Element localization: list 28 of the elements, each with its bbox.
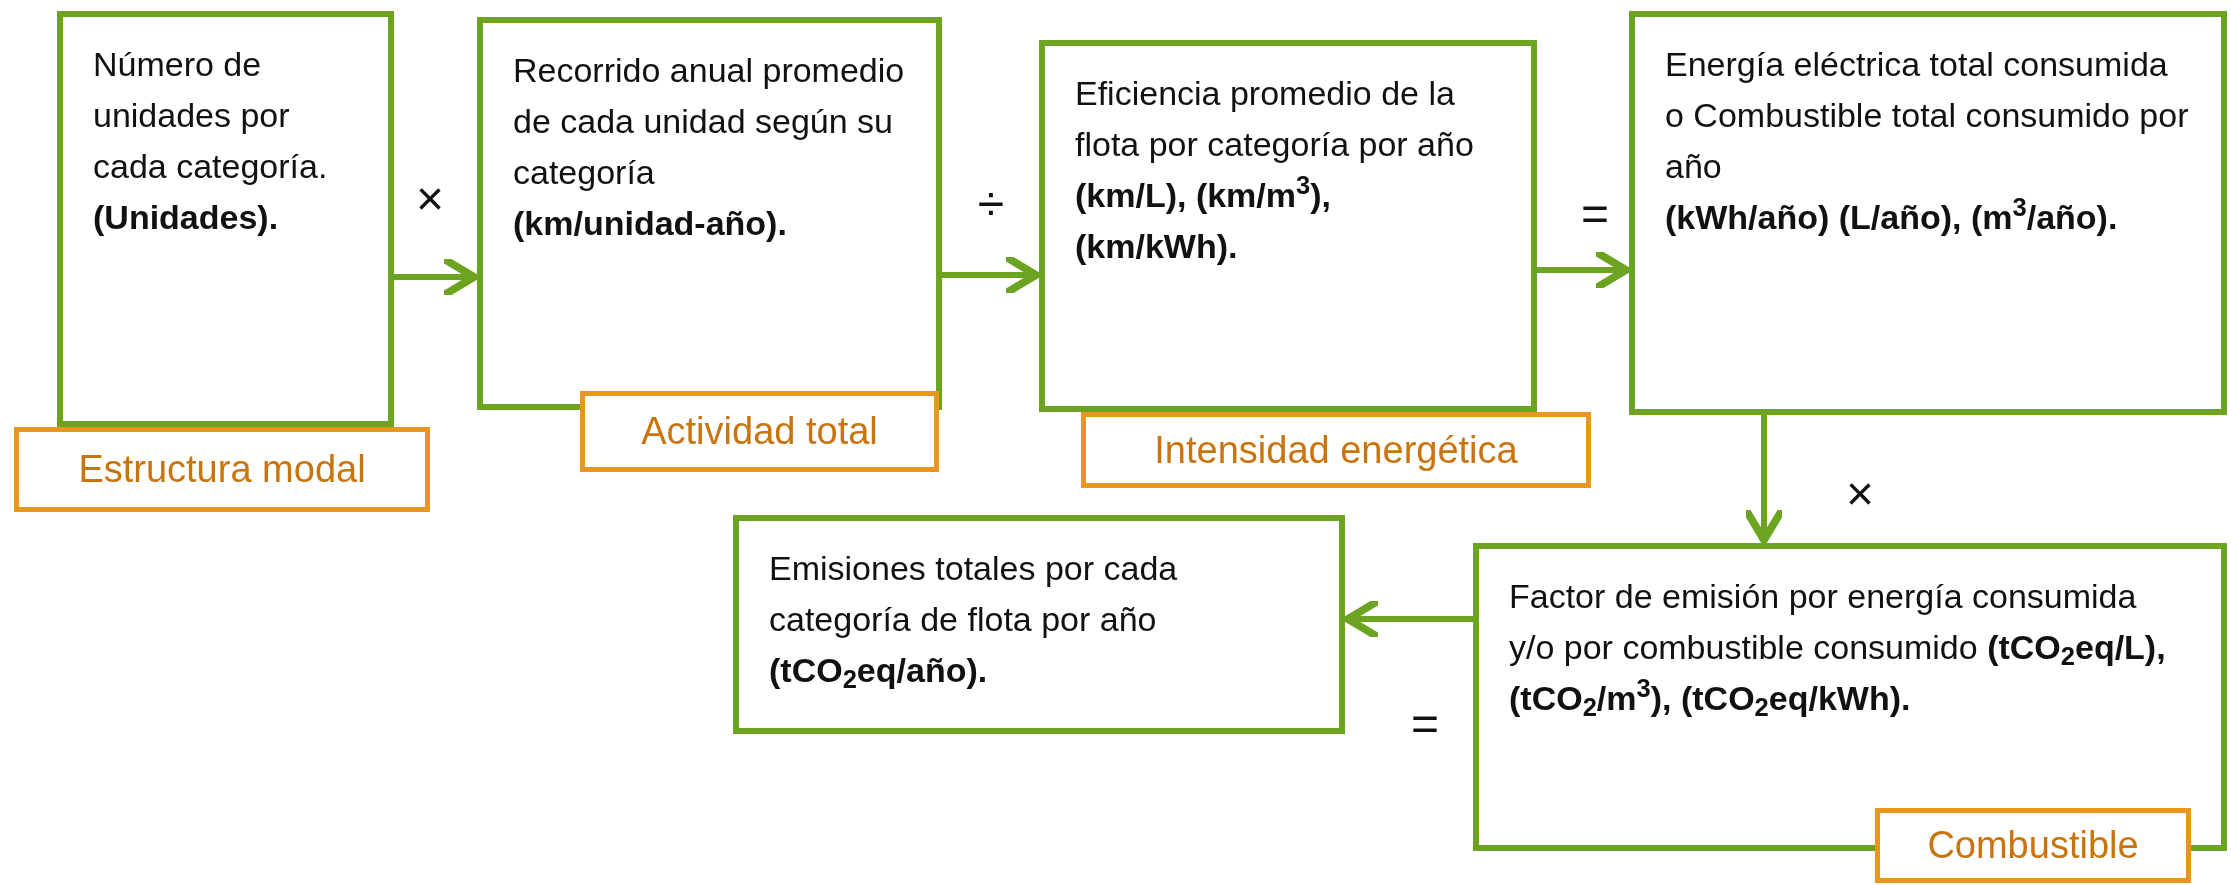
box-text: (Unidades). [93, 197, 280, 238]
process-box [733, 515, 1345, 734]
tag-label: Actividad total [641, 409, 878, 454]
box-text: (km/L), (km/m$^{3}$), (km/kWh). [1075, 170, 1332, 267]
box-text: Eficiencia promedio de la flota por categoría por año [1075, 73, 1475, 165]
operator-symbol: ÷ [976, 180, 1006, 228]
operator-symbol: = [1580, 190, 1610, 238]
box-text: Número de unidades por cada categoría. [93, 44, 329, 187]
tag-label: Combustible [1927, 823, 2139, 868]
category-tag [14, 427, 430, 512]
operator-symbol: × [415, 175, 445, 223]
box-text: Recorrido anual promedio de cada unidad según su categoría [513, 50, 906, 193]
operator-symbol: × [1845, 470, 1875, 518]
category-tag [1081, 412, 1591, 488]
process-box [1629, 11, 2227, 415]
tag-label: Intensidad energética [1154, 427, 1518, 473]
box-text: Energía eléctrica total consumida o Combustible total consumido por año [1665, 44, 2190, 187]
category-tag [1875, 808, 2191, 883]
box-text: (kWh/año) (L/año), (m$^{3}$/año). [1665, 192, 2119, 238]
box-text: (km/unidad-año). [513, 203, 788, 244]
box-text: Factor de emisión por energía consumida y/o por combustible consumido (tCO$_{2}$eq/L), (tCO$_{2}$/m$^{3}$), (tCO$_{2}$eq/kWh). [1509, 576, 2167, 724]
tag-label: Estructura modal [78, 447, 366, 492]
process-box [57, 11, 394, 427]
process-box [477, 17, 942, 410]
operator-symbol: = [1410, 700, 1440, 748]
box-text: (tCO$_{2}$eq/año). [769, 650, 989, 696]
process-box [1039, 40, 1537, 412]
category-tag [580, 391, 939, 472]
